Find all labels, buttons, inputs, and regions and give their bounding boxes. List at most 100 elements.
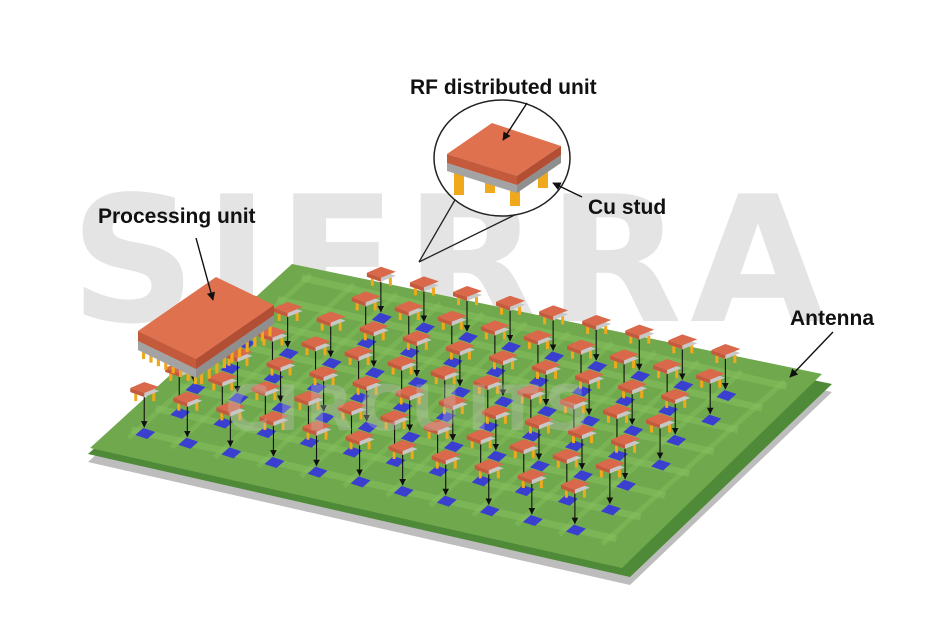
antenna-patch-icon (600, 504, 621, 516)
rf-chip-icon (294, 390, 324, 410)
pin (260, 329, 264, 342)
antenna-patch-icon (435, 411, 456, 423)
antenna-label: Antenna (790, 307, 874, 330)
antenna-patch-icon (615, 395, 636, 407)
rf-unit-label: RF distributed unit (410, 76, 597, 99)
antenna-patch-icon (486, 450, 507, 462)
antenna-patch-icon (572, 385, 593, 397)
processing-unit-pointer (195, 237, 216, 301)
antenna-patch-icon (501, 341, 522, 353)
antenna-patch-icon (178, 437, 199, 449)
board-trace (342, 321, 529, 489)
rf-chip-icon (409, 276, 439, 296)
rf-chip-icon (301, 336, 331, 356)
antenna-patch-icon (213, 417, 234, 429)
antenna-patch-icon (371, 312, 392, 324)
antenna-patch-icon (607, 449, 628, 461)
antenna-patch-icon (478, 420, 499, 432)
antenna-patch-icon (356, 337, 377, 349)
antenna-patch-icon (314, 412, 335, 424)
rf-chip-icon (517, 468, 547, 488)
pin (268, 324, 272, 337)
rf-chip-icon (337, 400, 367, 420)
pin (207, 366, 211, 379)
pin (253, 334, 257, 347)
antenna-patch-icon (364, 367, 385, 379)
rf-chip-icon (625, 324, 655, 344)
antenna-patch-icon (392, 401, 413, 413)
antenna-patch-icon (716, 389, 737, 401)
board-trace (385, 330, 572, 498)
rf-chip-icon (273, 301, 303, 321)
rf-chip-icon (216, 401, 246, 421)
rf-chip-icon (431, 449, 461, 469)
rf-chip-icon (602, 403, 632, 423)
antenna-patch-icon (673, 380, 694, 392)
pin (245, 340, 249, 353)
antenna-patch-icon (544, 351, 565, 363)
cu-stud-pointer (552, 182, 583, 198)
rf-chip-icon (452, 286, 482, 306)
pin (230, 350, 234, 363)
rf-chip-icon (351, 291, 381, 311)
antenna-patch-icon (350, 476, 371, 488)
antenna-patch-icon (256, 427, 277, 439)
pin (222, 356, 226, 369)
rf-chip-icon (344, 345, 374, 365)
board-trace (299, 311, 485, 479)
antenna-patch-icon (393, 485, 414, 497)
antenna-patch-icon (666, 434, 687, 446)
rf-chip-icon (567, 424, 597, 444)
rf-unit-array (130, 266, 741, 525)
rf-chip-icon (352, 375, 382, 395)
antenna-patch-icon (529, 460, 550, 472)
antenna-patch-icon (443, 441, 464, 453)
board-trace (514, 359, 701, 527)
antenna-patch-icon (306, 382, 327, 394)
board-trace (256, 301, 442, 469)
rf-chip-icon (560, 478, 590, 498)
rf-chip-icon (496, 295, 526, 315)
antenna-patch-icon (450, 386, 471, 398)
antenna-patch-icon (565, 524, 586, 536)
rf-chip-icon (595, 458, 625, 478)
antenna-patch-icon (228, 392, 249, 404)
rf-chip-icon (552, 448, 582, 468)
rf-chip-icon (394, 301, 424, 321)
antenna-patch-icon (564, 440, 585, 452)
antenna-patch-icon (623, 425, 644, 437)
pin (238, 345, 242, 358)
antenna-patch-icon (307, 466, 328, 478)
rf-chip-icon (646, 413, 676, 433)
antenna-patch-icon (135, 428, 156, 440)
antenna-patch-icon (170, 407, 191, 419)
board-trace (276, 296, 764, 412)
antenna-patch-icon (342, 446, 363, 458)
board-trace (557, 369, 744, 537)
rf-chip-icon (509, 439, 539, 459)
antenna-patch-icon (537, 405, 558, 417)
rf-chip-icon (524, 414, 554, 434)
antenna-patch-icon (557, 494, 578, 506)
rf-chip-icon (266, 356, 296, 376)
rf-chip-icon (474, 459, 504, 479)
rf-unit-pointer (502, 102, 528, 141)
rf-chip-icon (345, 430, 375, 450)
rf-chip-icon (309, 366, 339, 386)
rf-chip-icon (259, 411, 289, 431)
rf-chip-icon (480, 320, 510, 340)
antenna-patch-icon (263, 372, 284, 384)
rf-chip-icon (130, 382, 160, 402)
rf-chip-icon (466, 429, 496, 449)
antenna-patch-icon (299, 436, 320, 448)
antenna-patch-icon (264, 457, 285, 469)
rf-chip-icon (661, 388, 691, 408)
rf-chip-icon (359, 321, 389, 341)
rf-chip-icon (582, 315, 612, 335)
rf-chip-icon (668, 334, 698, 354)
antenna-patch-icon (221, 447, 242, 459)
rf-chip-icon (402, 330, 432, 350)
antenna-patch-icon (572, 470, 593, 482)
rf-chip-icon (567, 339, 597, 359)
